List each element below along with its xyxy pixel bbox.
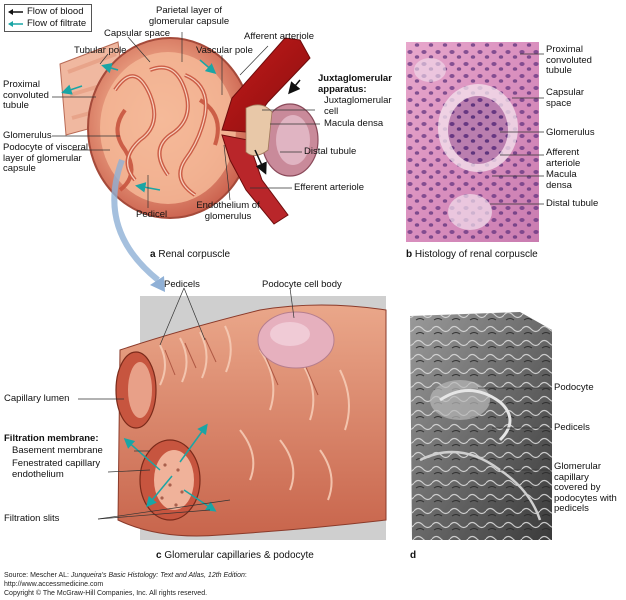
label-macula-densa-b: Macula densa (546, 169, 577, 191)
label-tubular-pole: Tubular pole (74, 45, 127, 56)
caption-c-letter: c (156, 550, 162, 561)
label-endothelium: Endothelium of glomerulus (196, 200, 260, 222)
label-jg-cell: Juxtaglomerular cell (324, 95, 392, 117)
source-suffix: : http://www.accessmedicine.com (4, 572, 247, 588)
caption-d-letter: d (410, 550, 417, 561)
caption-panel-b: b Histology of renal corpuscle (406, 249, 538, 260)
label-parietal-layer: Parietal layer of glomerular capsule (148, 5, 230, 27)
label-podocyte-visceral: Podocyte of visceral layer of glomerular… (3, 142, 89, 174)
label-fenestrated-endothelium: Fenestrated capillary endothelium (12, 458, 101, 480)
zoom-connector-arrow (111, 158, 160, 283)
panel-a-leader-lines (52, 32, 320, 208)
label-glomerular-capillary: Glomerular capillary covered by podocyte… (554, 461, 617, 514)
teal-arrow-icon (8, 21, 23, 27)
caption-b-text: Histology of renal corpuscle (414, 249, 538, 260)
label-podocyte-cell-body: Podocyte cell body (262, 279, 342, 290)
label-pedicels-d: Pedicels (554, 422, 590, 433)
label-jg-apparatus: Juxtaglomerular apparatus: (318, 73, 392, 95)
caption-c-text: Glomerular capillaries & podocyte (164, 550, 314, 561)
label-distal-tubule-b: Distal tubule (546, 198, 599, 209)
label-macula-densa-a: Macula densa (324, 118, 384, 129)
label-filtration-slits: Filtration slits (4, 513, 60, 524)
label-pedicels-c: Pedicels (164, 279, 200, 290)
flow-legend: Flow of blood Flow of filtrate (4, 4, 92, 32)
legend-blood-label: Flow of blood (27, 6, 84, 17)
label-glomerulus-a: Glomerulus (3, 130, 52, 141)
label-capsular-space: Capsular space (104, 28, 171, 39)
label-podocyte-d: Podocyte (554, 382, 594, 393)
label-afferent-arteriole: Afferent arteriole (244, 31, 315, 42)
caption-b-letter: b (406, 249, 413, 260)
caption-a-text: Renal corpuscle (158, 249, 231, 260)
label-capsular-space-b: Capsular space (546, 87, 585, 109)
black-arrow-icon (8, 9, 23, 15)
source-prefix: Source: Mescher AL: (4, 572, 71, 579)
legend-filtrate-label: Flow of filtrate (27, 18, 87, 29)
caption-panel-a: a Renal corpuscle (150, 249, 230, 260)
label-efferent-arteriole: Efferent arteriole (294, 182, 365, 193)
legend-row-filtrate: Flow of filtrate (8, 18, 88, 30)
label-glomerulus-b: Glomerulus (546, 127, 595, 138)
panel-b-leader-lines (490, 53, 544, 205)
capillary-podocyte-illustration (115, 296, 387, 540)
label-distal-tubule-a: Distal tubule (304, 146, 357, 157)
caption-a-letter: a (150, 249, 156, 260)
histology-micrograph (406, 42, 539, 242)
label-proximal-tubule: Proximal convoluted tubule (3, 79, 49, 111)
zoom-connector-arrowhead (150, 276, 165, 292)
copyright-notice: Copyright © The McGraw-Hill Companies, I… (4, 590, 208, 597)
renal-corpuscle-illustration (59, 37, 319, 225)
source-credit: Source: Mescher AL: Junqueira's Basic Hi… (4, 572, 324, 589)
source-title: Junqueira's Basic Histology: Text and At… (70, 572, 245, 579)
sem-micrograph (410, 312, 552, 540)
label-afferent-arteriole-b: Afferent arteriole (546, 147, 581, 169)
label-basement-membrane: Basement membrane (12, 445, 103, 456)
label-proximal-tubule-b: Proximal convoluted tubule (546, 44, 592, 76)
panel-c-leader-lines (78, 287, 295, 520)
caption-panel-d: d (410, 550, 416, 561)
label-pedicel: Pedicel (136, 209, 168, 220)
panel-d-leader-lines (478, 387, 552, 471)
label-filtration-membrane: Filtration membrane: (4, 433, 99, 444)
legend-row-blood: Flow of blood (8, 6, 88, 18)
label-capillary-lumen: Capillary lumen (4, 393, 70, 404)
label-vascular-pole: Vascular pole (196, 45, 253, 56)
caption-panel-c: c Glomerular capillaries & podocyte (156, 550, 314, 561)
